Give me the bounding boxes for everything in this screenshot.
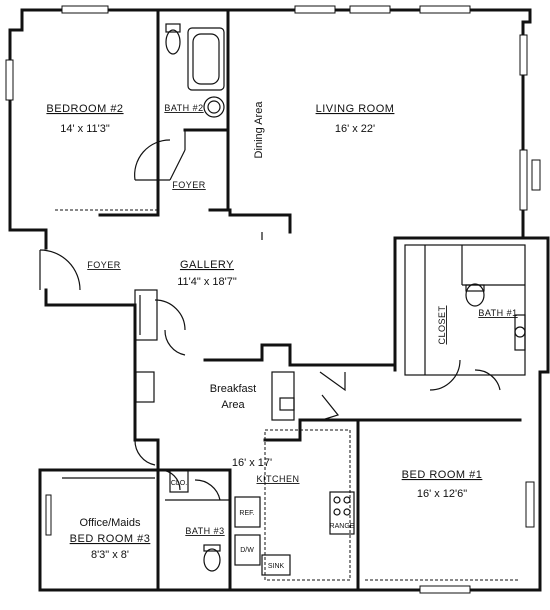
dw-box — [234, 534, 261, 566]
doors — [39, 139, 501, 501]
room-name-kitchen: KITCHEN — [256, 474, 299, 484]
sink-icon — [203, 96, 225, 118]
room-name-bath2: BATH #2 — [164, 103, 203, 113]
room-name-office-line2: BED ROOM #3 — [70, 533, 151, 545]
toilet-icon — [165, 29, 181, 55]
room-name-breakfast-line1: Breakfast — [210, 383, 256, 395]
room-name-living: LIVING ROOM — [316, 103, 395, 115]
room-name-closet: CLOSET — [437, 305, 447, 344]
fixture-range-label: RANGE — [330, 523, 355, 530]
fixture-clo-label: CLO. — [171, 480, 187, 487]
door-swing — [164, 329, 186, 356]
room-dims-bedroom1: 16' x 12'6" — [417, 488, 467, 500]
room-name-dining: Dining Area — [253, 101, 265, 159]
interior-walls — [8, 8, 526, 592]
door-swing — [194, 479, 221, 501]
fixture-dw-label: D/W — [240, 547, 254, 554]
windows — [5, 5, 541, 594]
clo-box — [169, 469, 189, 493]
door-swing — [154, 299, 186, 331]
door-swing — [321, 394, 340, 421]
room-name-bedroom1: BED ROOM #1 — [402, 469, 483, 481]
sink-box — [261, 554, 291, 576]
door-swing — [474, 369, 501, 391]
door-swing — [39, 249, 81, 291]
ref-box — [234, 496, 261, 528]
door-swing — [319, 371, 346, 392]
toilet-icon — [203, 548, 221, 572]
room-name-bath3: BATH #3 — [185, 526, 224, 536]
room-dims-office: 8'3" x 8' — [91, 549, 129, 561]
room-name-bath1: BATH #1 — [478, 308, 517, 318]
room-name-foyer-left: FOYER — [87, 260, 121, 270]
room-dims-bedroom2: 14' x 11'3" — [60, 123, 110, 135]
room-dims-kitchen: 16' x 17' — [232, 457, 272, 469]
door-swing — [134, 139, 171, 181]
room-dims-gallery: 11'4" x 18'7" — [177, 276, 237, 288]
door-swing — [159, 469, 181, 491]
fixture-sink-label: SINK — [268, 563, 285, 570]
toilet-icon — [465, 283, 485, 307]
door-swing — [429, 359, 461, 391]
fixture-ref-label: REF. — [239, 510, 254, 517]
room-name-breakfast-line2: Area — [221, 399, 245, 411]
door-swing — [134, 439, 156, 466]
labels: BEDROOM #2 14' x 11'3" BATH #2 Dining Ar… — [46, 101, 517, 570]
room-dims-living: 16' x 22' — [335, 123, 375, 135]
sink-icon — [514, 326, 526, 338]
fixtures — [165, 23, 526, 581]
bathtub-icon — [187, 27, 225, 91]
range-box — [329, 491, 355, 535]
kitchen-counter — [264, 429, 351, 581]
room-name-gallery: GALLERY — [180, 259, 234, 271]
room-name-office-line1: Office/Maids — [80, 517, 141, 529]
room-name-foyer-upper: FOYER — [172, 180, 206, 190]
room-name-bedroom2: BEDROOM #2 — [46, 103, 123, 115]
